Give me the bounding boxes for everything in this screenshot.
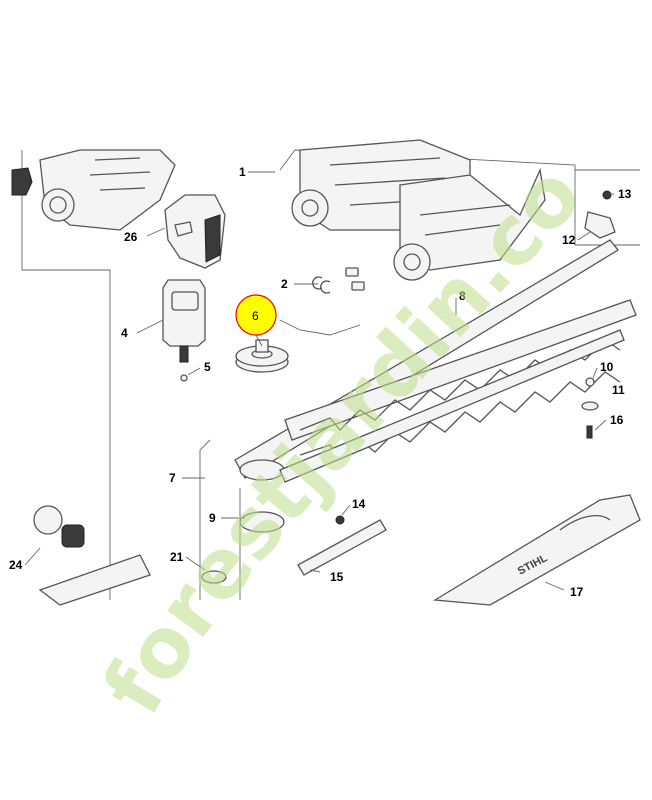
- label-24: 24: [9, 558, 23, 572]
- label-13: 13: [618, 187, 632, 201]
- label-8: 8: [459, 289, 466, 303]
- label-1: 1: [239, 165, 246, 179]
- svg-text:forestjardin.com: forestjardin.com: [0, 0, 600, 730]
- blade-cover-17: STIHL: [432, 494, 641, 606]
- label-12: 12: [562, 233, 576, 247]
- leader-lines: [24, 171, 614, 591]
- guide-plate-15: [297, 515, 387, 576]
- label-16: 16: [610, 413, 624, 427]
- blade-assembly: [234, 239, 637, 533]
- label-2: 2: [281, 277, 288, 291]
- label-14: 14: [352, 497, 366, 511]
- washer-21: [201, 570, 227, 584]
- label-4: 4: [121, 326, 128, 340]
- label-26: 26: [124, 230, 138, 244]
- label-21: 21: [170, 550, 184, 564]
- label-5: 5: [204, 360, 211, 374]
- label-15: 15: [330, 570, 344, 584]
- handle-housing-1: [291, 139, 546, 281]
- label-17: 17: [570, 585, 584, 599]
- assembly-bracket-lines: [21, 149, 640, 600]
- watermark-text: forestjardin.com: [0, 0, 600, 730]
- clips-2: [312, 267, 365, 294]
- gear-spring-24: [33, 505, 151, 606]
- label-6: 6: [252, 309, 259, 323]
- label-9: 9: [209, 511, 216, 525]
- rear-handle-housing: [11, 149, 176, 231]
- gear-6: [235, 339, 289, 373]
- label-10: 10: [600, 360, 614, 374]
- label-7: 7: [169, 471, 176, 485]
- label-11: 11: [612, 383, 625, 397]
- watermark: forestjardin.com: [0, 0, 600, 730]
- hardware-column: [581, 377, 599, 439]
- motor-cover-26: [164, 194, 226, 269]
- part-labels: 1 2 4 5 6 7 8 9 10 11 12 13 14 15 16 17 …: [9, 165, 632, 599]
- end-guard-12: [584, 190, 616, 239]
- motor-4: [162, 279, 206, 382]
